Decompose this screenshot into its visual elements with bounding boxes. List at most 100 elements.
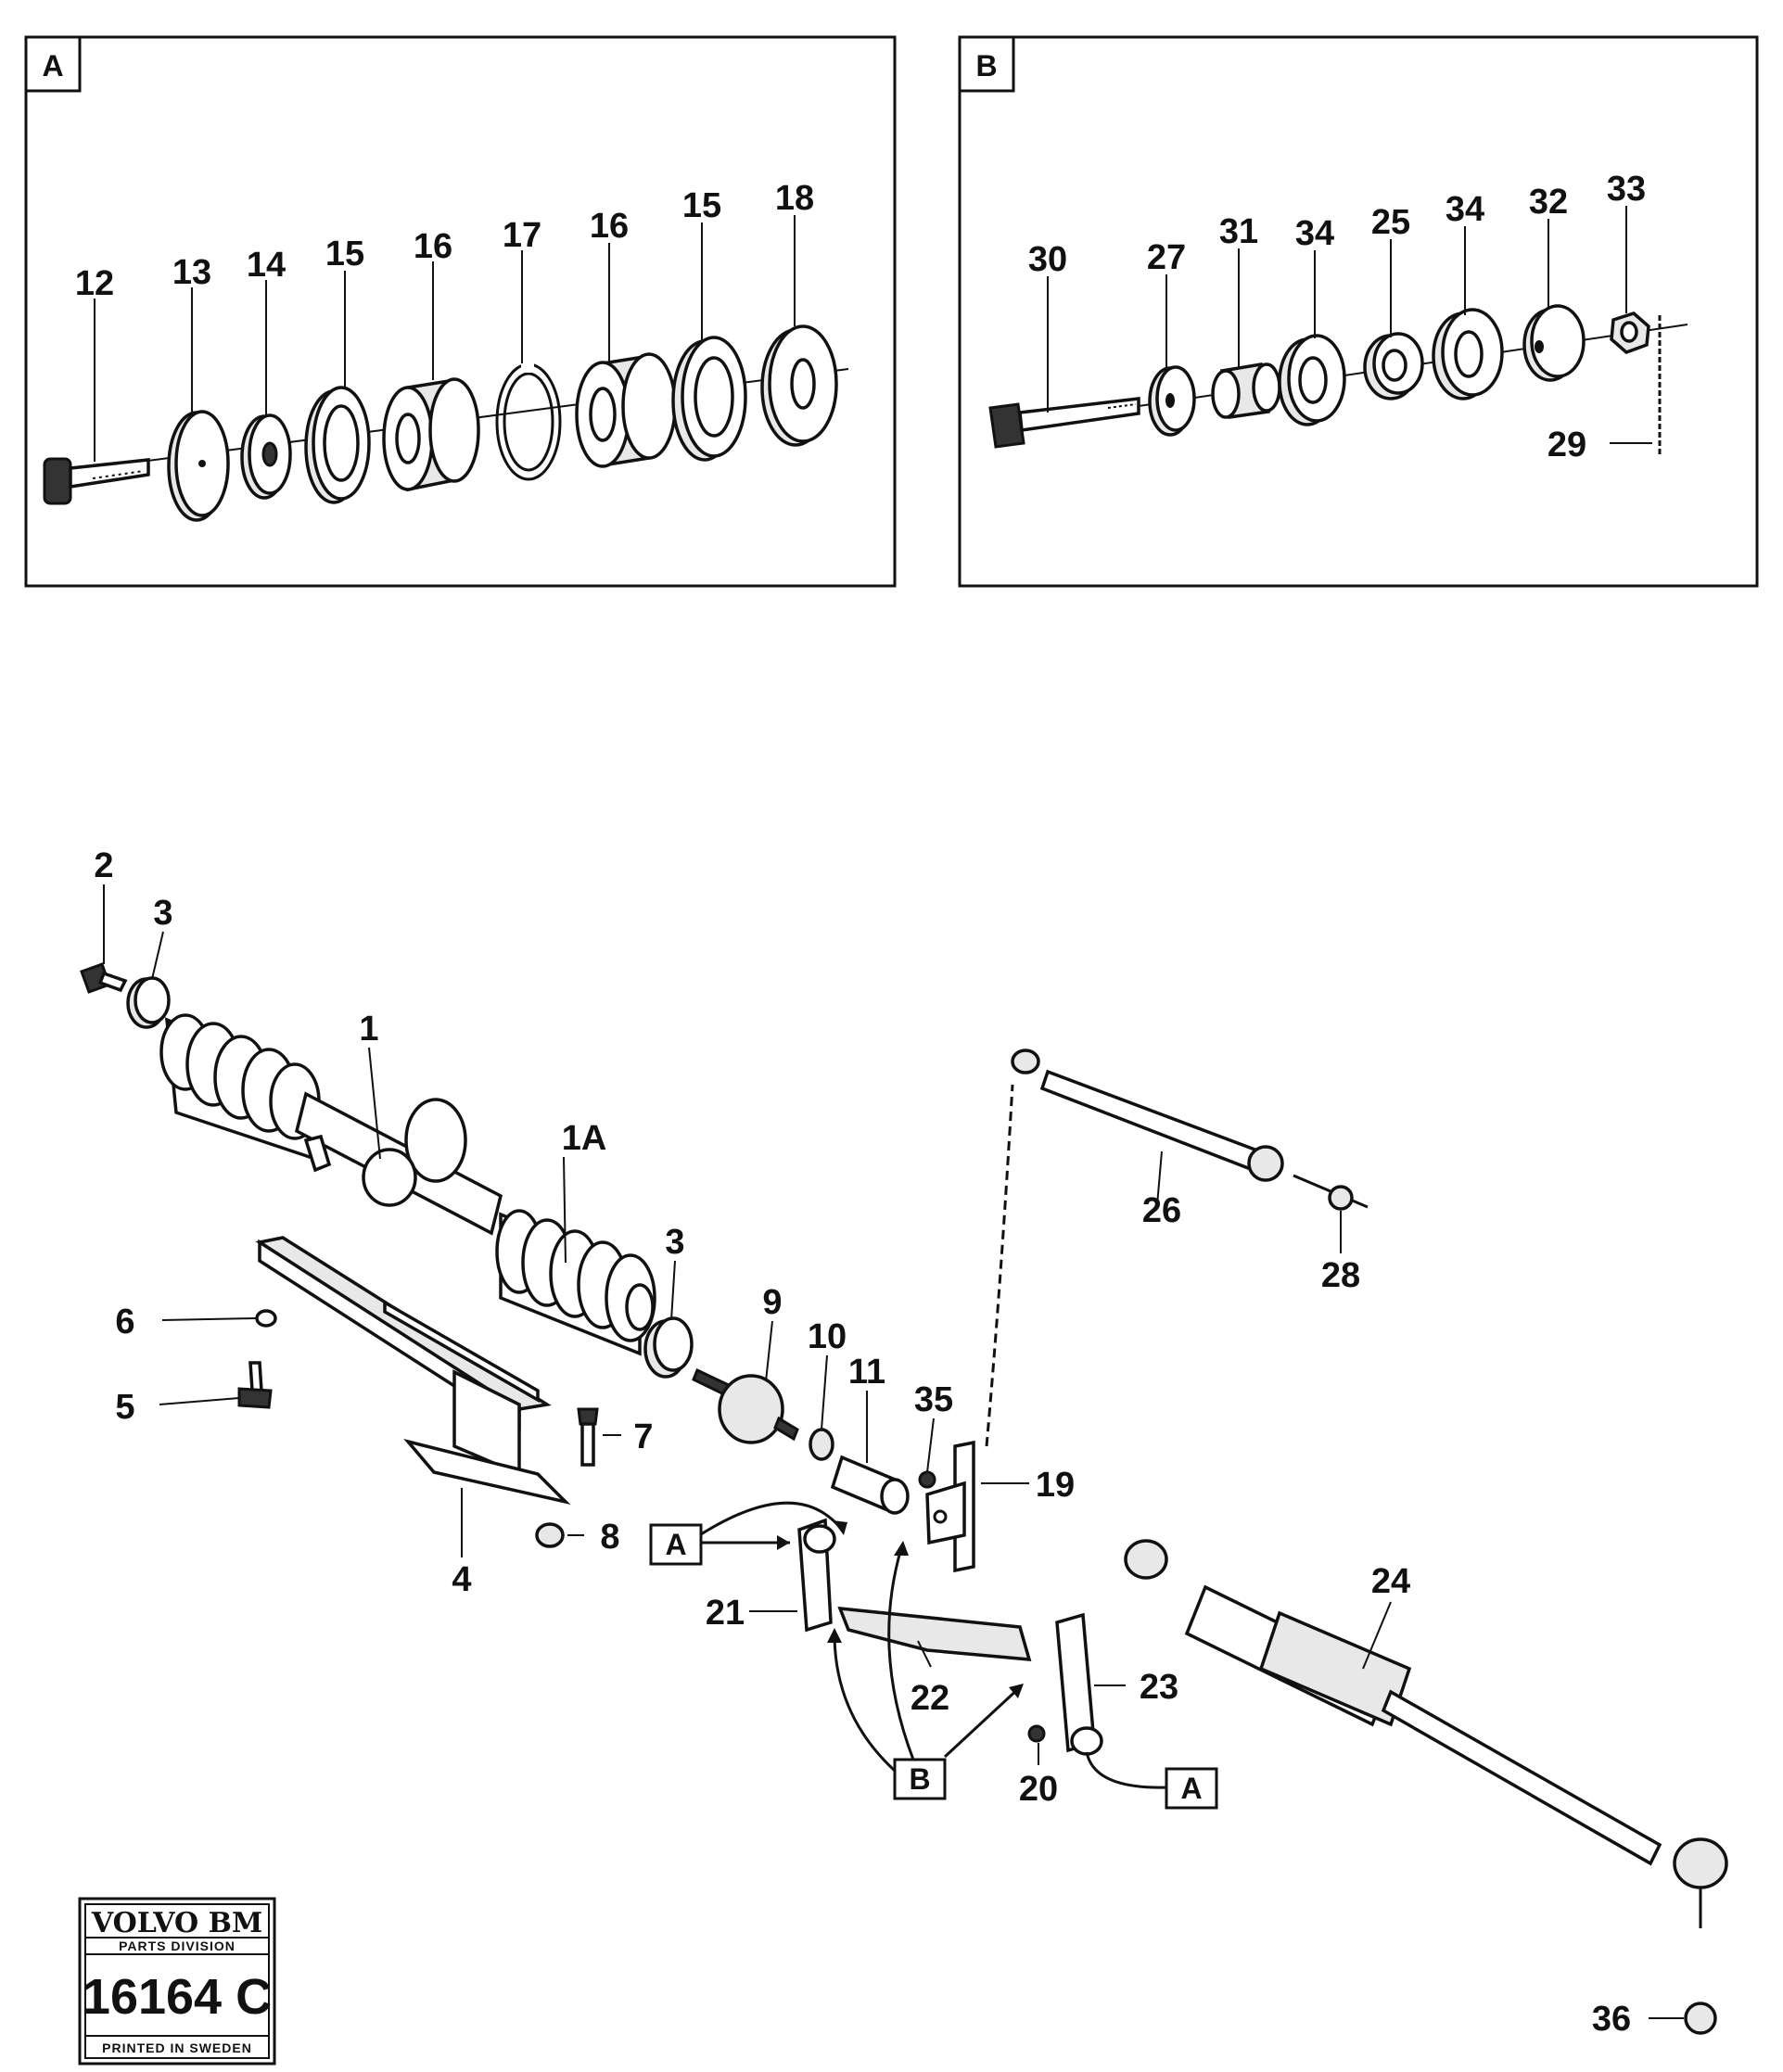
part-16-bearing-left [382, 377, 480, 492]
callout-17: 17 [503, 216, 541, 255]
callout-3-right: 3 [665, 1223, 684, 1262]
callout-4: 4 [452, 1560, 471, 1599]
callout-8: 8 [600, 1518, 619, 1557]
part-15-seal [304, 386, 371, 504]
ref-a-left: A [665, 1528, 686, 1561]
part-19-lever [925, 1440, 975, 1573]
callout-32: 32 [1529, 183, 1568, 222]
part-20-grease-nipple [1027, 1724, 1046, 1743]
callout-12: 12 [75, 264, 114, 303]
part-5-bolt [237, 1361, 273, 1409]
part-10-nut [809, 1428, 834, 1461]
callout-31: 31 [1219, 212, 1258, 251]
callout-29: 29 [1547, 426, 1586, 464]
callout-13: 13 [172, 253, 211, 292]
callout-35: 35 [914, 1380, 953, 1419]
panel-b-label: B [975, 49, 997, 83]
callout-19: 19 [1036, 1466, 1075, 1505]
panel-a-label: A [42, 49, 63, 83]
part-1-rack-housing [294, 1091, 503, 1236]
callout-28: 28 [1321, 1256, 1360, 1295]
part-35-grease-nipple [918, 1470, 936, 1489]
part-28-nut [1328, 1185, 1354, 1211]
stamp-division: PARTS DIVISION [119, 1939, 236, 1953]
part-31-sleeve [1211, 362, 1281, 419]
part-4-bracket [255, 1236, 571, 1506]
volvo-bm-stamp: VOLVO BM PARTS DIVISION 16164 C PRINTED … [78, 1897, 276, 2066]
callout-22: 22 [911, 1679, 949, 1718]
part-27-washer [1148, 365, 1196, 437]
callout-9: 9 [762, 1283, 782, 1322]
part-14-washer [240, 413, 292, 500]
callout-14: 14 [247, 246, 286, 285]
callout-18: 18 [775, 179, 814, 218]
part-11-sleeve [830, 1455, 910, 1515]
callout-10: 10 [808, 1317, 847, 1356]
part-2-bolt [80, 962, 128, 994]
ref-box-a-left [649, 1523, 703, 1566]
part-26-tie-rod [1011, 1049, 1369, 1209]
callout-23: 23 [1140, 1668, 1178, 1707]
part-16-bearing-right [575, 352, 677, 468]
callout-30: 30 [1028, 240, 1067, 279]
part-21-lever [797, 1518, 836, 1633]
part-36-nut [1684, 2002, 1717, 2035]
part-33-nut [1610, 311, 1650, 354]
part-3-washer-left [126, 976, 171, 1029]
part-9-ball-joint [692, 1367, 799, 1444]
callout-6: 6 [115, 1303, 134, 1341]
part-34-bush-right [1432, 308, 1504, 400]
callout-27: 27 [1147, 238, 1186, 277]
stamp-number: 16164 C [83, 1969, 272, 2025]
callout-20: 20 [1019, 1770, 1058, 1809]
callout-11: 11 [848, 1353, 885, 1392]
detail-panel-b: B [958, 35, 1759, 588]
callout-15: 15 [325, 235, 364, 273]
callout-34: 34 [1295, 214, 1334, 253]
detail-panel-a: A [24, 35, 897, 588]
stamp-brand: VOLVO BM [91, 1907, 262, 1939]
part-13-cap [167, 410, 230, 522]
callout-26: 26 [1142, 1191, 1181, 1230]
main-assembly: A A B 2 3 1 1A 3 9 10 11 35 19 26 28 6 5… [80, 846, 1728, 2039]
panel-b-frame [958, 35, 1759, 588]
part-12-bolt [43, 457, 150, 505]
part-22-link [837, 1606, 1032, 1661]
part-17-circlip [495, 360, 562, 481]
callout-24: 24 [1371, 1562, 1410, 1601]
callout-2: 2 [94, 846, 113, 885]
callout-7: 7 [633, 1417, 653, 1456]
ref-b: B [909, 1762, 930, 1796]
callout-21: 21 [706, 1594, 745, 1633]
callout-36: 36 [1592, 2000, 1631, 2039]
part-23-lever [1055, 1612, 1103, 1756]
part-15-seal-right [671, 336, 747, 462]
panel-a-label-box [24, 35, 82, 93]
part-8-nut [535, 1522, 565, 1548]
part-30-bolt [988, 397, 1140, 449]
part-bellows-left [159, 1013, 321, 1162]
callout-5: 5 [115, 1388, 134, 1427]
part-7-bolt [577, 1407, 599, 1467]
callout-34b: 34 [1446, 190, 1484, 229]
panel-a-frame [24, 35, 897, 588]
part-34-bush-left [1278, 334, 1346, 426]
callout-1a: 1A [562, 1119, 607, 1158]
callout-16b: 16 [590, 207, 629, 246]
callout-16: 16 [414, 227, 452, 266]
part-25-sleeve [1363, 332, 1424, 400]
dashed-link [985, 1084, 1014, 1447]
panel-b-label-box [958, 35, 1015, 93]
part-1a-bellows-right [495, 1209, 656, 1356]
callout-25: 25 [1371, 203, 1410, 242]
part-24-cylinder [1124, 1539, 1728, 1928]
part-18-ring [760, 324, 838, 447]
ref-box-b [893, 1758, 947, 1800]
stamp-printed: PRINTED IN SWEDEN [102, 2040, 252, 2055]
stamp-frame [78, 1897, 276, 2066]
ref-a-right: A [1180, 1772, 1202, 1805]
part-6-washer [255, 1309, 277, 1328]
callout-3-left: 3 [153, 894, 172, 933]
callout-1: 1 [359, 1010, 378, 1049]
